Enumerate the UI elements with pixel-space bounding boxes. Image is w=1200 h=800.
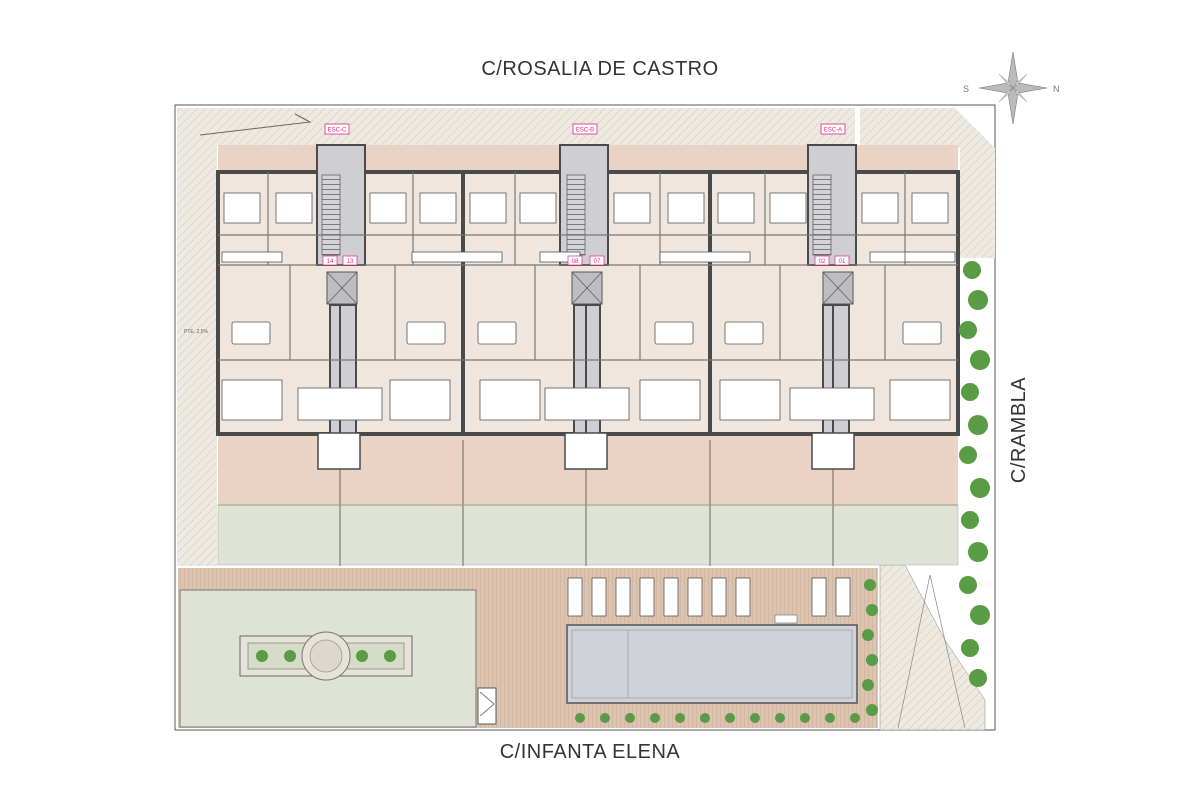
- street-label-north: C/ROSALIA DE CASTRO: [481, 58, 719, 80]
- stair-tags: ESC-C ESC-B ESC-A: [324, 123, 846, 135]
- plants-fountain: [256, 650, 396, 662]
- compass-south: S: [963, 84, 969, 94]
- street-label-south: C/INFANTA ELENA: [499, 741, 681, 763]
- unit-numbers: 14 13 08 07 02 01: [322, 255, 850, 266]
- stair-block: [477, 687, 497, 725]
- unit-number: 02: [819, 259, 826, 265]
- hatched-strip-west: [177, 108, 217, 566]
- stair-tag-c: ESC-C: [328, 128, 347, 134]
- sun-loungers: [567, 577, 851, 617]
- fountain-feature: [239, 631, 413, 681]
- plants-south-edge: [575, 713, 860, 723]
- stair-tag-b: ESC-B: [576, 128, 594, 134]
- stair-tag-a: ESC-A: [824, 128, 842, 134]
- garden-band: [217, 504, 959, 566]
- dining-tables: [231, 321, 942, 345]
- plants-pool-edge: [862, 579, 878, 716]
- unit-number: 13: [347, 259, 354, 265]
- compass-north: N: [1053, 84, 1060, 94]
- unit-number: 08: [572, 259, 579, 265]
- unit-number: 01: [839, 259, 846, 265]
- interior-partitions: [218, 172, 958, 361]
- slope-note: PTE. 2,5%: [184, 329, 208, 335]
- compass-rose-icon: S N: [963, 51, 1060, 125]
- unit-number: 07: [594, 259, 601, 265]
- swimming-pool: [566, 614, 858, 704]
- entry-porches: [317, 432, 855, 470]
- beds: [223, 192, 949, 224]
- plants-east: [959, 261, 990, 687]
- living-sofas: [221, 379, 951, 421]
- hatched-strip-north: [217, 108, 855, 146]
- unit-number: 14: [327, 259, 334, 265]
